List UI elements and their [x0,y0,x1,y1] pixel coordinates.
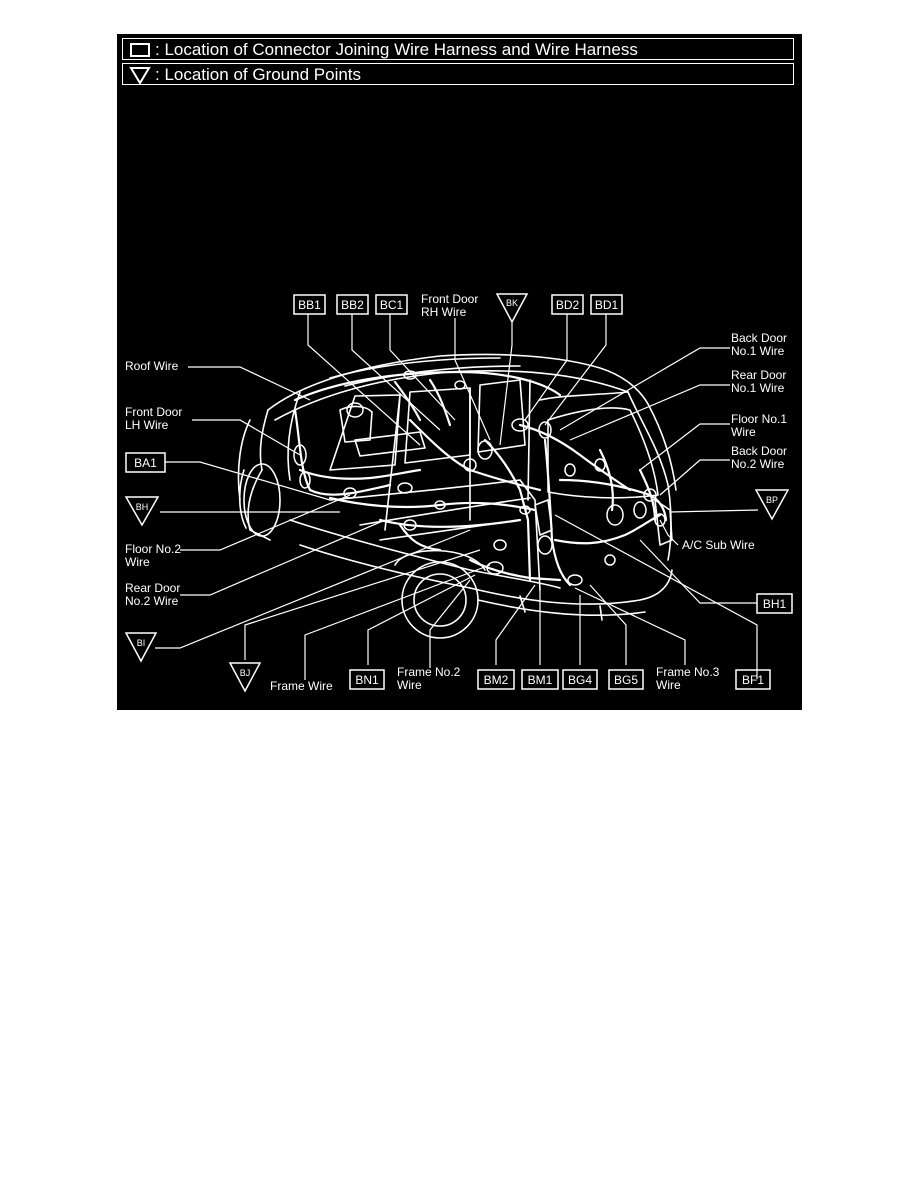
connector-box-bd2: BD2 [551,294,584,315]
ground-marker-bk: BK [495,293,529,324]
label-rear-door1-1: Rear Door [731,368,786,382]
label-ac-sub-wire: A/C Sub Wire [682,538,755,552]
ground-marker-bj: BJ [228,662,262,693]
connector-label-bm2: BM2 [484,673,509,687]
connector-box-bn1: BN1 [349,669,385,690]
label-frame3-1: Frame No.3 [656,665,720,679]
label-back-door1-2: No.1 Wire [731,344,785,358]
connector-box-bc1: BC1 [375,294,408,315]
harness-connector-clusters [293,370,666,586]
ground-label-bh: BH [136,502,149,512]
connector-label-bd1: BD1 [595,298,619,312]
ground-marker-bh: BH [124,496,160,527]
connector-box-bb2: BB2 [336,294,369,315]
connector-label-bm1: BM1 [528,673,553,687]
label-front-door-lh-2: LH Wire [125,418,169,432]
connector-box-bf1: BF1 [735,669,771,690]
label-back-door2-1: Back Door [731,444,787,458]
ground-symbol-icon [129,67,151,85]
connector-label-bg5: BG5 [614,673,638,687]
ground-label-bi: BI [137,638,146,648]
vehicle-body [237,353,677,639]
connector-box-bd1: BD1 [590,294,623,315]
label-rear-door2-2: No.2 Wire [125,594,179,608]
connector-code-boxes: BB1 BB2 BC1 BD2 BD1 BA1 BH1 BN1 [125,294,793,690]
label-floor1-2: Wire [731,425,756,439]
connector-symbol-icon [130,43,150,57]
label-rear-door1-2: No.1 Wire [731,381,785,395]
connector-label-ba1: BA1 [134,456,157,470]
wire-name-labels: Front Door RH Wire Roof Wire Front Door … [125,292,787,693]
legend-connector-row: : Location of Connector Joining Wire Har… [122,38,794,60]
label-back-door1-1: Back Door [731,331,787,345]
connector-box-bg5: BG5 [608,669,644,690]
legend-ground-row: : Location of Ground Points [122,63,794,85]
legend-ground-text: : Location of Ground Points [155,65,362,84]
connector-box-bm1: BM1 [521,669,559,690]
label-front-door-rh-1: Front Door [421,292,478,306]
connector-label-bb2: BB2 [341,298,364,312]
label-front-door-rh-2: RH Wire [421,305,467,319]
legend-connector-text: : Location of Connector Joining Wire Har… [155,40,638,59]
connector-box-bm2: BM2 [477,669,515,690]
label-floor1-1: Floor No.1 [731,412,787,426]
ground-label-bp: BP [766,495,778,505]
connector-label-bb1: BB1 [298,298,321,312]
label-front-door-lh-1: Front Door [125,405,182,419]
label-rear-door2-1: Rear Door [125,581,180,595]
leader-lines [155,314,759,680]
label-roof-wire: Roof Wire [125,359,179,373]
label-frame3-2: Wire [656,678,681,692]
label-frame2-2: Wire [397,678,422,692]
label-back-door2-2: No.2 Wire [731,457,785,471]
connector-label-bd2: BD2 [556,298,580,312]
label-frame-wire: Frame Wire [270,679,333,693]
connector-box-bg4: BG4 [562,669,598,690]
connector-label-bn1: BN1 [355,673,379,687]
ground-point-markers: BK BH BP BI BJ [124,293,790,693]
label-frame2-1: Frame No.2 [397,665,461,679]
connector-box-bb1: BB1 [293,294,326,315]
ground-label-bk: BK [506,298,518,308]
connector-box-bh1: BH1 [756,593,793,614]
connector-box-ba1: BA1 [125,452,166,473]
ground-marker-bp: BP [754,489,790,521]
connector-label-bg4: BG4 [568,673,592,687]
connector-label-bc1: BC1 [380,298,404,312]
label-floor2-1: Floor No.2 [125,542,181,556]
connector-label-bh1: BH1 [763,597,787,611]
ground-marker-bi: BI [124,632,158,663]
connector-label-bf1: BF1 [742,673,764,687]
label-floor2-2: Wire [125,555,150,569]
ground-label-bj: BJ [240,668,251,678]
